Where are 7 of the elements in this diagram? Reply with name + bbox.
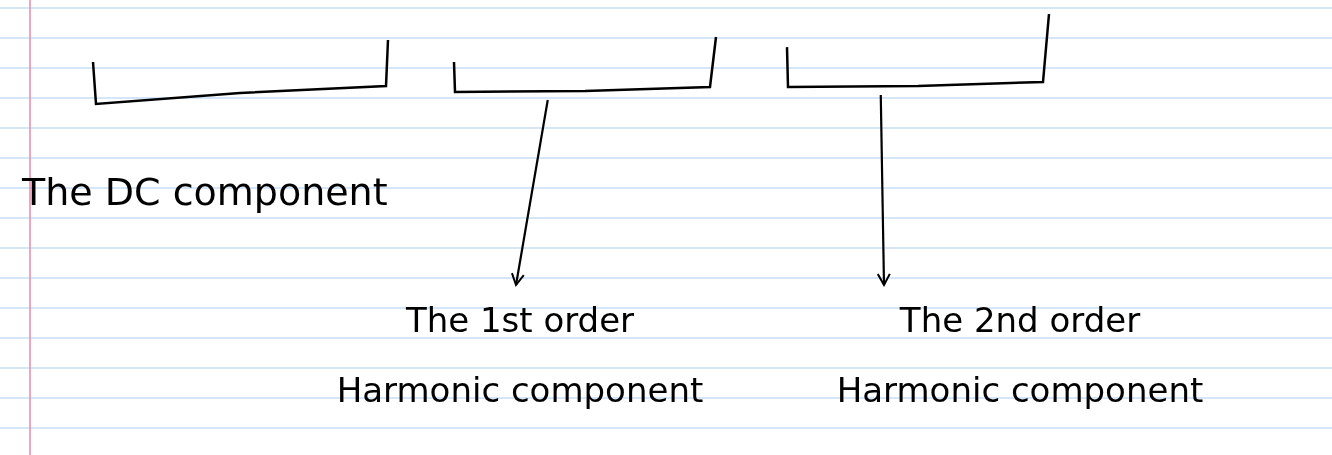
handwritten-note: The 2nd order Harmonic component bbox=[820, 285, 1220, 425]
arrow bbox=[510, 99, 549, 286]
handwritten-label: The DC component bbox=[22, 170, 388, 214]
bracket bbox=[452, 35, 718, 95]
arrow bbox=[876, 95, 891, 286]
handwritten-note: The 1st order Harmonic component bbox=[320, 285, 720, 425]
bracket bbox=[785, 12, 1051, 90]
